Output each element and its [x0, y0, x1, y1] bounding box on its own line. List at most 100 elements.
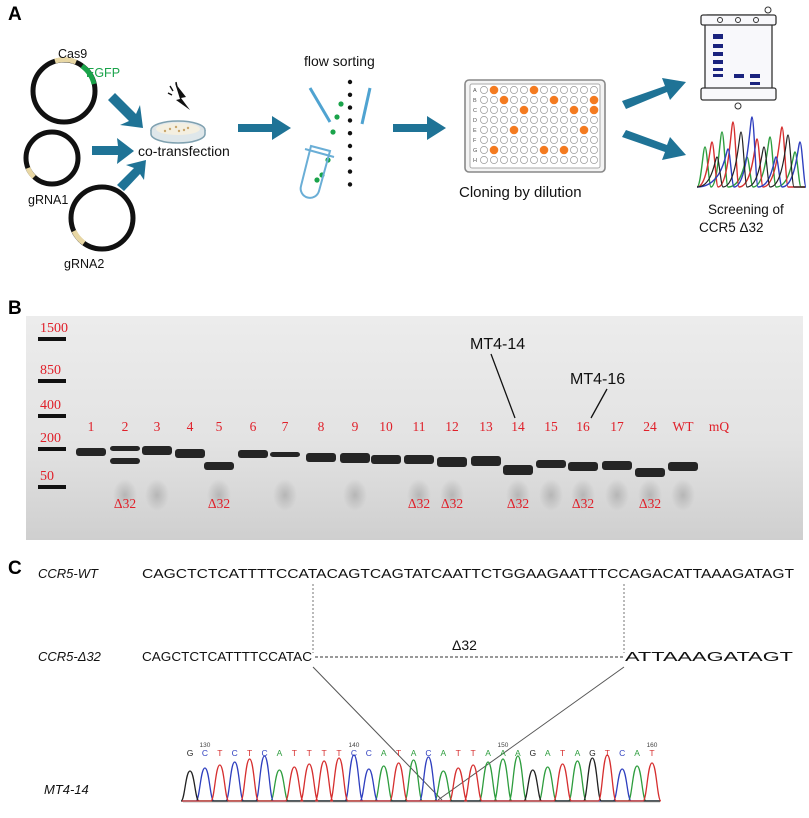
lane-label: 10 [379, 419, 393, 434]
well [580, 156, 588, 164]
cell-dot [347, 169, 353, 174]
base-call: A [634, 748, 640, 758]
delta32-marker: Δ32 [441, 496, 463, 511]
well-positive [589, 95, 599, 105]
base-call: C [202, 748, 208, 758]
well-positive [499, 95, 509, 105]
well [580, 96, 588, 104]
well [540, 156, 548, 164]
arrow-icon [622, 78, 686, 109]
well [580, 136, 588, 144]
cell-dot [347, 156, 353, 161]
well [530, 106, 538, 114]
well [520, 86, 528, 94]
well [570, 136, 578, 144]
well [530, 126, 538, 134]
position-tick: 130 [199, 742, 210, 749]
well [480, 116, 488, 124]
lane-label: 4 [187, 419, 194, 434]
spark-lines [167, 81, 178, 96]
well [560, 156, 568, 164]
well [540, 136, 548, 144]
ladder-label: 200 [40, 431, 61, 446]
lane-label: mQ [709, 419, 730, 434]
base-call: C [351, 748, 357, 758]
sequence-del-right: ATTAAAGATAGT [625, 649, 793, 664]
label-screening-1: Screening of [708, 202, 784, 217]
base-call: C [232, 748, 238, 758]
well [530, 136, 538, 144]
position-tick: 160 [647, 742, 658, 749]
well-positive [519, 105, 529, 115]
well-positive [529, 85, 539, 95]
junction-line-left [312, 666, 443, 801]
well [530, 146, 538, 154]
ladder-band [38, 447, 66, 451]
base-call: T [307, 748, 312, 758]
panel-letter-a: A [8, 4, 22, 25]
delta32-marker: Δ32 [639, 496, 661, 511]
well [570, 126, 578, 134]
lane-label: 24 [643, 419, 657, 434]
gel-band [175, 449, 205, 458]
well [550, 126, 558, 134]
primer-smear [273, 479, 297, 511]
gel-band [340, 453, 370, 463]
flow-sorter-icon [299, 79, 372, 199]
well [530, 156, 538, 164]
gel-band [536, 460, 566, 468]
base-call: T [217, 748, 222, 758]
callout-line-2 [590, 388, 608, 419]
ladder-band [38, 414, 66, 418]
well [560, 96, 568, 104]
label-cas9: Cas9 [58, 47, 87, 61]
primer-smear [506, 479, 530, 511]
delta32-marker: Δ32 [208, 496, 230, 511]
label-grna2: gRNA2 [64, 257, 104, 271]
well [480, 146, 488, 154]
well [510, 106, 518, 114]
base-call: G [187, 748, 194, 758]
lane-label: 7 [282, 419, 289, 434]
well [530, 116, 538, 124]
callout-line-1 [490, 353, 516, 419]
well [590, 126, 598, 134]
well [510, 156, 518, 164]
gel-band [371, 455, 401, 464]
well [500, 146, 508, 154]
well [590, 116, 598, 124]
gel-band [404, 455, 434, 464]
base-call: T [292, 748, 297, 758]
well [540, 86, 548, 94]
base-call: C [261, 748, 267, 758]
delta32-marker: Δ32 [408, 496, 430, 511]
well [530, 96, 538, 104]
plasmid-grna1: gRNA1 [23, 129, 81, 207]
panel-a-workflow: Cas9 EGFP gRNA1 gRNA2 [23, 6, 807, 271]
well [480, 156, 488, 164]
well [590, 86, 598, 94]
lane-label: 1 [88, 419, 95, 434]
well [510, 96, 518, 104]
well [500, 136, 508, 144]
well [520, 146, 528, 154]
well-positive [509, 125, 519, 135]
well [500, 106, 508, 114]
ladder-label: 400 [40, 398, 61, 413]
label-flow-sorting: flow sorting [304, 53, 375, 69]
junction-line-right [437, 666, 625, 801]
cell-dot [347, 182, 353, 187]
arrow-icon [92, 138, 134, 164]
gel-icon [700, 6, 777, 110]
well [520, 156, 528, 164]
chromatogram-trace [180, 754, 662, 802]
gel-band [668, 462, 698, 471]
label-screening-2: CCR5 Δ32 [699, 220, 764, 235]
ladder-band [38, 379, 66, 383]
well [510, 86, 518, 94]
well [560, 126, 568, 134]
label-delta32: Δ32 [452, 637, 477, 653]
well [520, 116, 528, 124]
